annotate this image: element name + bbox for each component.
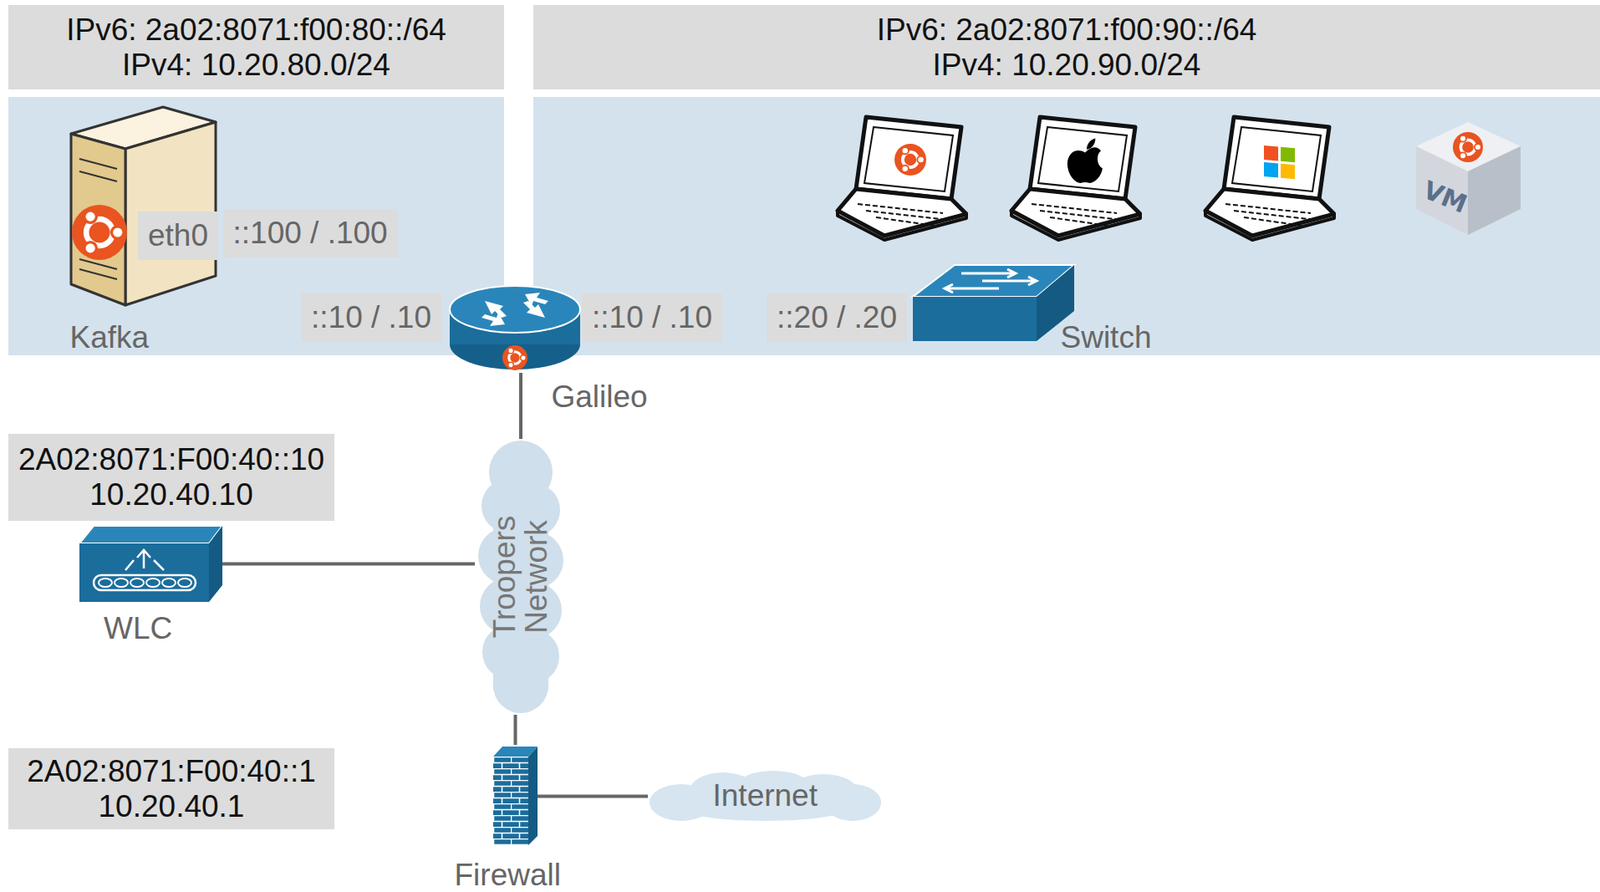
subnet-address: IPv6: 2a02:8071:f00:80::/64 <box>66 12 447 48</box>
address-tag: eth0 <box>137 211 219 260</box>
ip-address: 2A02:8071:F00:40::1 <box>26 754 316 790</box>
address-box: 2A02:8071:F00:40::1010.20.40.10 <box>8 433 335 521</box>
cloud-part <box>493 657 549 714</box>
address-tag: ::100 / .100 <box>223 208 398 258</box>
subnet-header: IPv6: 2a02:8071:f00:90::/64IPv4: 10.20.9… <box>533 5 1600 90</box>
server-node: eth0::100 / .100Kafka <box>66 101 217 306</box>
subnet-address: IPv4: 10.20.80.0/24 <box>122 47 391 83</box>
network-cloud: Troopers Network <box>474 438 567 715</box>
ip-address: 10.20.40.1 <box>98 789 245 825</box>
cloud-label: Troopers Network <box>489 497 553 657</box>
ip-address: 2A02:8071:F00:40::10 <box>18 442 325 478</box>
address-tag: ::10 / .10 <box>300 293 442 342</box>
internet-cloud: Internet <box>647 770 883 822</box>
device-label: Switch <box>1060 321 1152 353</box>
subnet-header: IPv6: 2a02:8071:f00:80::/64IPv4: 10.20.8… <box>8 5 505 90</box>
vm-label: VM <box>1418 175 1471 219</box>
device-label: Galileo <box>551 381 648 413</box>
device-label: WLC <box>103 612 173 644</box>
link-line <box>537 794 648 799</box>
subnet-address: IPv4: 10.20.90.0/24 <box>932 47 1202 83</box>
link-line <box>222 562 475 566</box>
wlc-node: 2A02:8071:F00:40::1010.20.40.10WLC <box>79 525 223 602</box>
router-node: ::10 / .10::10 / .10Galileo <box>448 285 582 373</box>
address-tag: ::10 / .10 <box>581 293 723 342</box>
switch-node: ::20 / .20Switch <box>907 263 1075 342</box>
link-line <box>514 714 518 745</box>
firewall-node: 2A02:8071:F00:40::110.20.40.1Firewall <box>493 744 538 846</box>
ip-address: 10.20.40.10 <box>89 477 253 513</box>
cloud-label: Internet <box>713 779 818 813</box>
address-tag: ::20 / .20 <box>766 293 908 342</box>
address-box: 2A02:8071:F00:40::110.20.40.1 <box>8 748 335 830</box>
link-line <box>519 372 523 439</box>
device-label: Firewall <box>454 859 561 891</box>
device-label: Kafka <box>70 321 150 353</box>
subnet-address: IPv6: 2a02:8071:f00:90::/64 <box>876 12 1258 48</box>
